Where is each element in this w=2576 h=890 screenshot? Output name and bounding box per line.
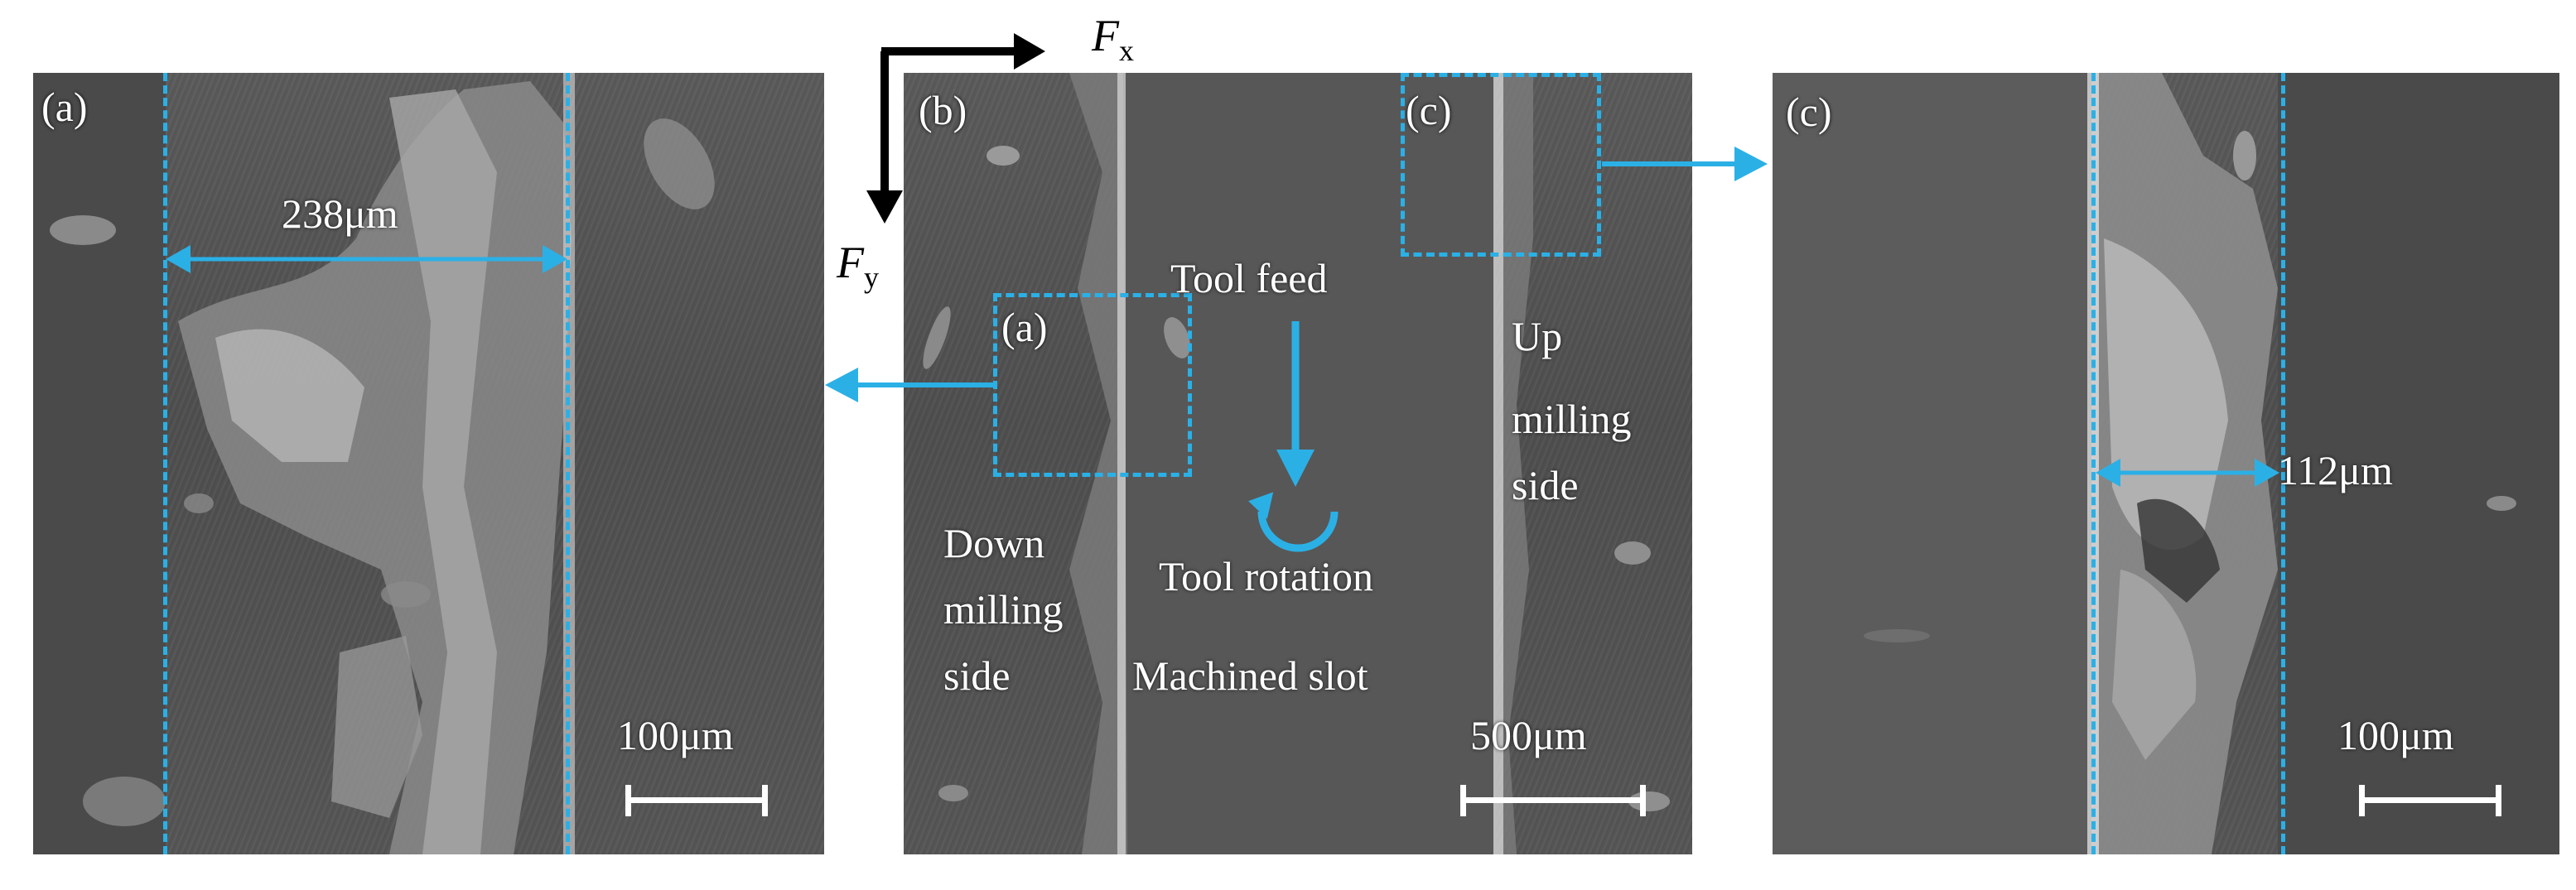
panel-a-tag: (a) [41, 84, 88, 130]
sem-panel-c: (c) 112μm 100μm [1773, 73, 2559, 854]
inset-box-c-tag: (c) [1406, 87, 1452, 133]
inset-box-a-tag: (a) [1001, 304, 1048, 350]
tool-feed-label: Tool feed [1170, 255, 1328, 301]
panel-c-width-label: 112μm [2278, 447, 2393, 493]
panel-c-right-boundary-line [2281, 73, 2285, 854]
panel-c-width-arrow [2096, 459, 2279, 487]
panel-a-left-boundary-line [163, 73, 167, 854]
panel-b-scale-bar [1460, 785, 1646, 816]
panel-a-right-boundary-line [566, 73, 570, 854]
down-milling-line-3: side [943, 652, 1011, 699]
panel-a-width-arrow [166, 245, 567, 273]
up-milling-line-3: side [1512, 462, 1579, 508]
sem-image-b [923, 73, 1670, 854]
panel-a-width-label: 238μm [282, 190, 398, 237]
fy-symbol: F [837, 238, 864, 287]
sem-panel-b: (b) (a) (c) Tool feed Tool rotation Mach… [904, 73, 1692, 854]
machined-slot-label: Machined slot [1132, 652, 1368, 699]
inset-box-a [993, 293, 1192, 477]
tool-rotation-icon [1248, 492, 1339, 552]
panel-b-tag: (b) [919, 87, 967, 133]
down-milling-line-1: Down [943, 520, 1045, 566]
panel-c-scale-bar [2359, 785, 2501, 816]
panel-a-scale-bar [625, 785, 768, 816]
panel-a-scale-label: 100μm [617, 712, 734, 758]
fy-subscript: y [864, 260, 879, 294]
panel-c-tag: (c) [1786, 89, 1832, 135]
panel-c-scale-label: 100μm [2337, 712, 2454, 758]
panel-b-scale-label: 500μm [1470, 712, 1587, 758]
sem-image-a [33, 73, 715, 854]
up-milling-line-2: milling [1512, 396, 1632, 442]
panel-c-left-boundary-line [2091, 73, 2096, 854]
tool-rotation-label: Tool rotation [1159, 553, 1373, 599]
fx-label: Fx [1092, 13, 1134, 65]
down-milling-line-2: milling [943, 586, 1064, 633]
up-milling-line-1: Up [1512, 313, 1563, 359]
tool-feed-arrow [1276, 321, 1315, 487]
fx-subscript: x [1119, 33, 1134, 67]
inset-box-c [1401, 73, 1601, 257]
fx-symbol: F [1092, 11, 1119, 60]
sem-panel-a: (a) 238μm 100μm [33, 73, 824, 854]
fy-label: Fy [837, 240, 879, 292]
sem-image-c [1773, 73, 2559, 854]
